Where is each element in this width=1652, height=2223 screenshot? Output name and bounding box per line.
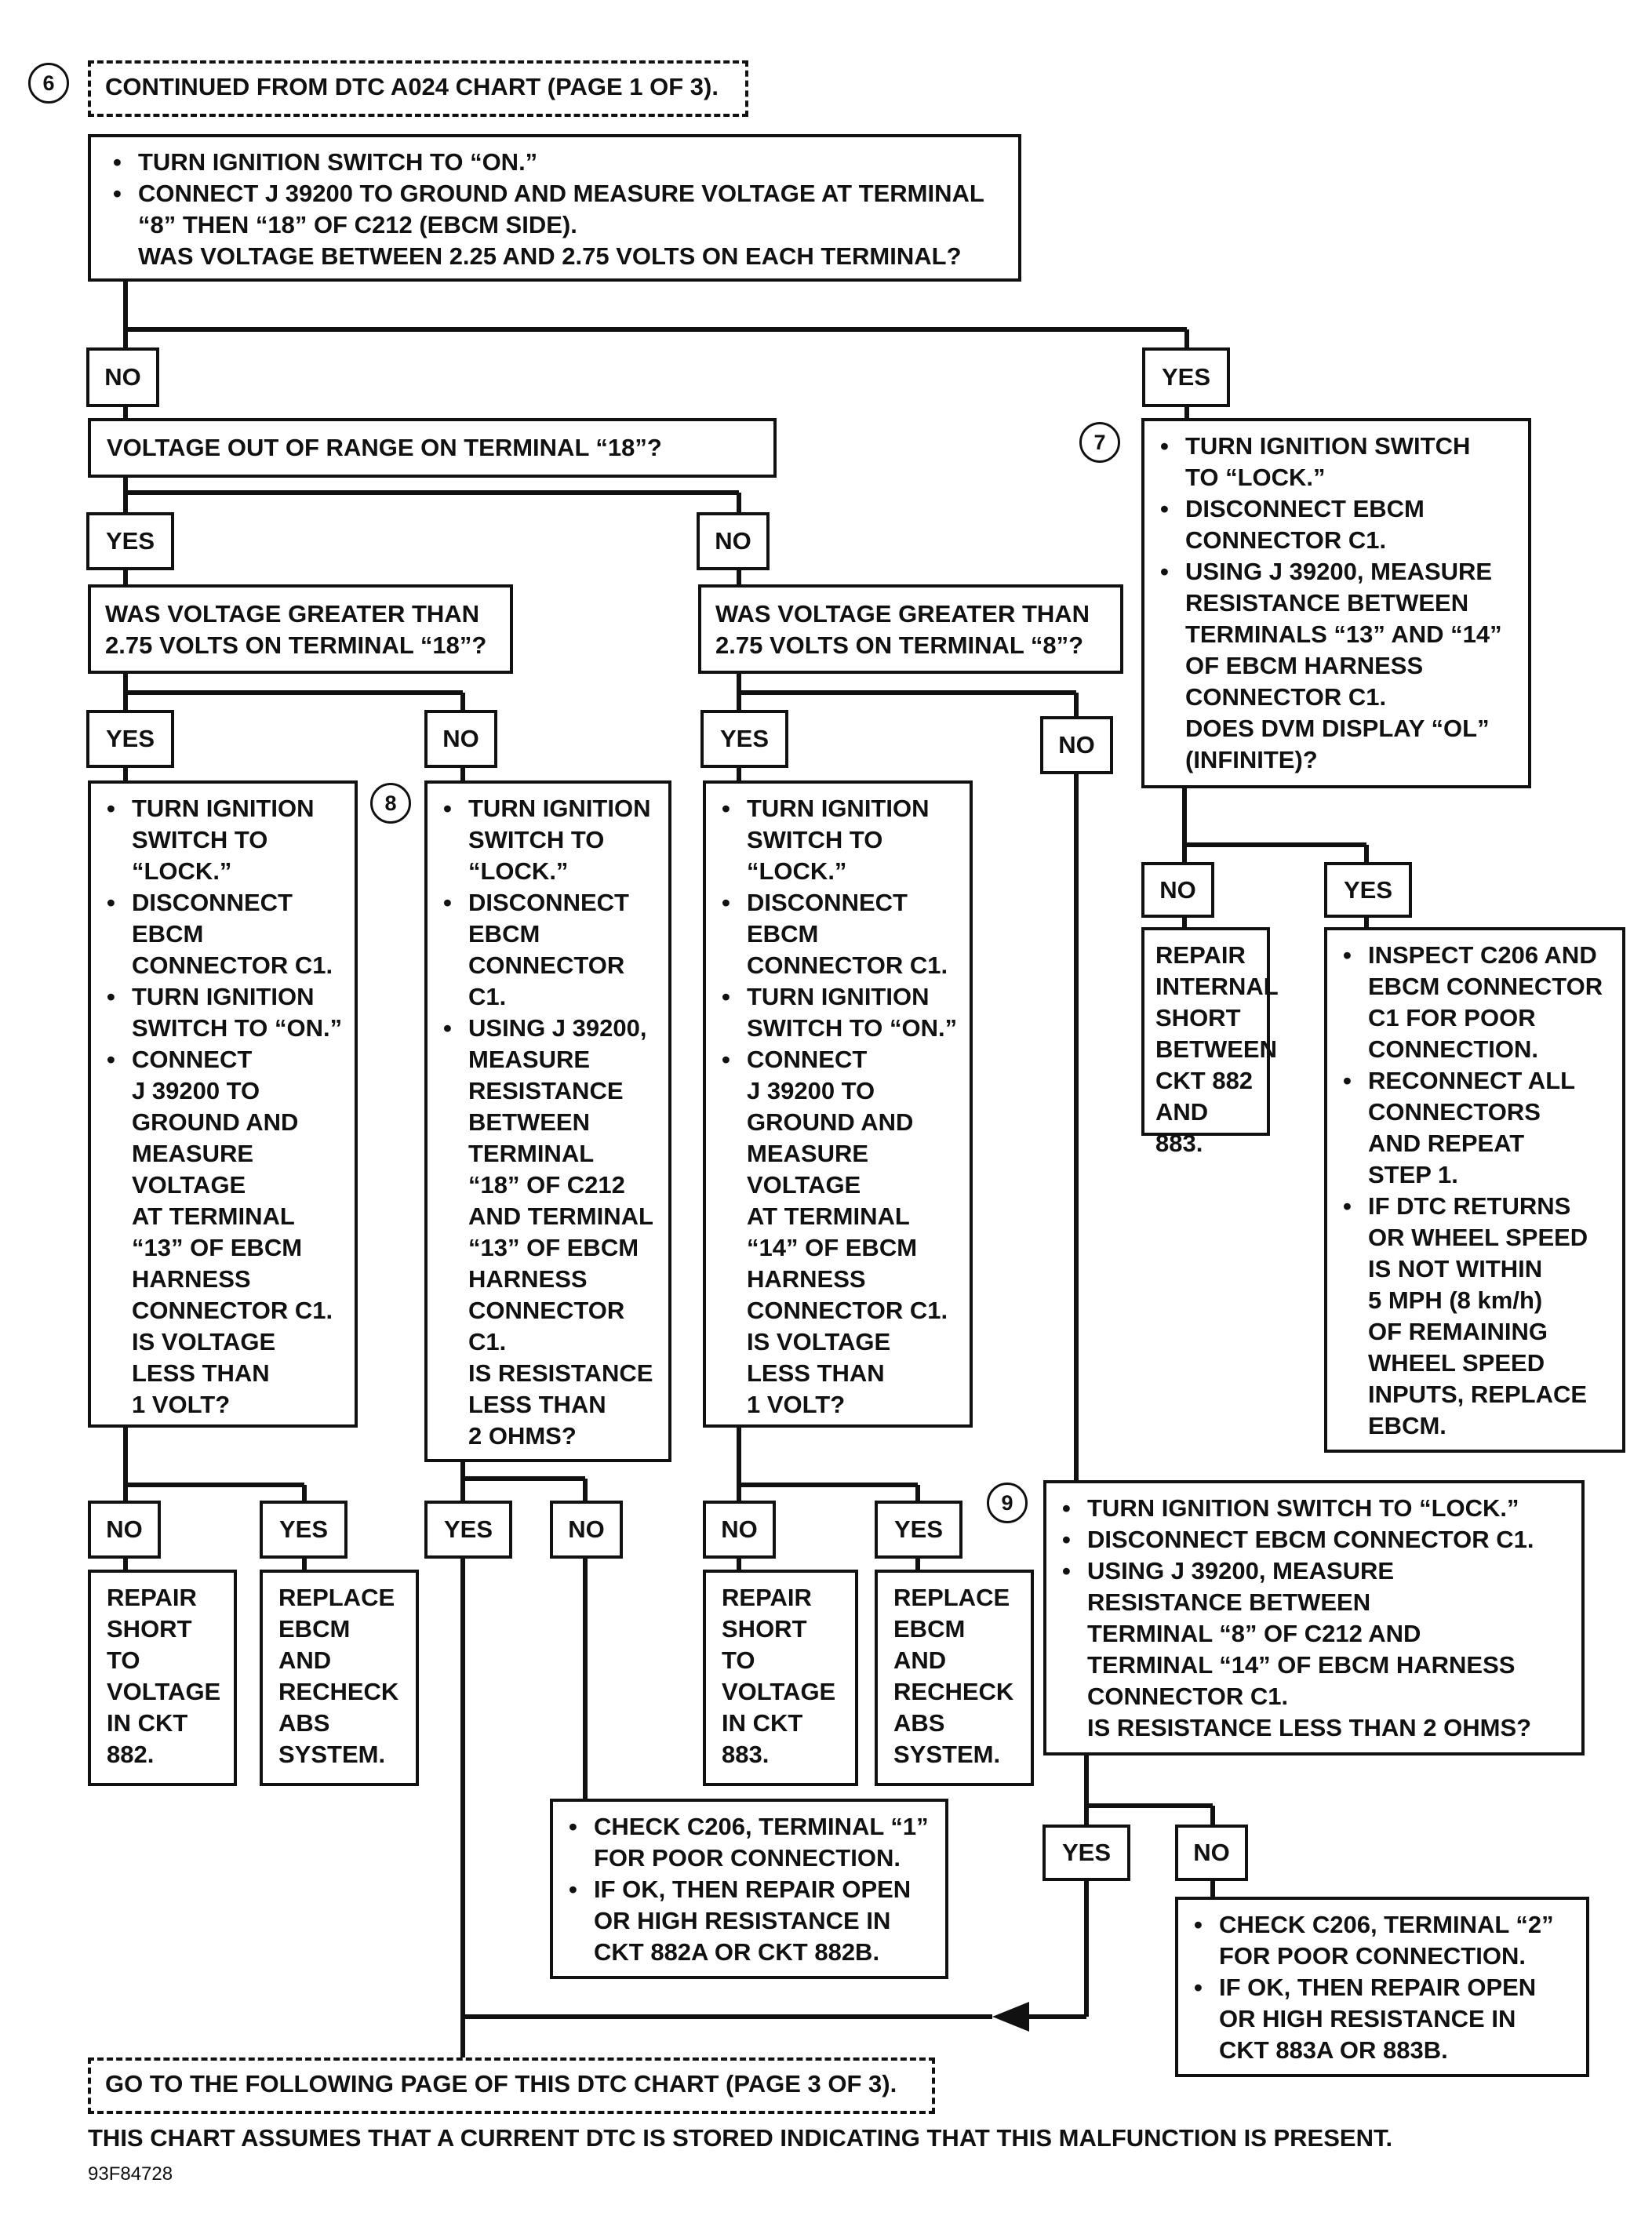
q2-yes-label: YES (86, 512, 174, 570)
q4-no-label: NO (1040, 716, 1113, 774)
check2-bullet-1: CHECK C206, TERMINAL “2”FOR POOR CONNECT… (1189, 1909, 1575, 1972)
q1-bullet-1: TURN IGNITION SWITCH TO “ON.” (108, 147, 1001, 178)
q1-question: WAS VOLTAGE BETWEEN 2.25 AND 2.75 VOLTS … (138, 242, 962, 270)
box-a-yes-label: YES (260, 1501, 348, 1559)
q4-line-1: WAS VOLTAGE GREATER THAN (715, 600, 1090, 628)
continued-from-box: CONTINUED FROM DTC A024 CHART (PAGE 1 OF… (88, 60, 748, 117)
q2-no-label: NO (697, 512, 770, 570)
q3-yes-label: YES (86, 710, 174, 768)
q1-bullet-2: CONNECT J 39200 TO GROUND AND MEASURE VO… (108, 178, 1001, 241)
go-to-text: GO TO THE FOLLOWING PAGE OF THIS DTC CHA… (105, 2070, 897, 2097)
chart-assumption-note: THIS CHART ASSUMES THAT A CURRENT DTC IS… (88, 2124, 1393, 2152)
step9-yes-label: YES (1043, 1825, 1130, 1881)
step-6-marker: 6 (28, 63, 69, 104)
q3-line-2: 2.75 VOLTS ON TERMINAL “18”? (105, 631, 487, 659)
check-c206-terminal-1-box: CHECK C206, TERMINAL “1”FOR POOR CONNECT… (550, 1799, 948, 1979)
box-a-no-label: NO (88, 1501, 161, 1559)
step-8-marker: 8 (370, 783, 411, 824)
step8-yes-label: YES (424, 1501, 512, 1559)
check-c206-terminal-2-box: CHECK C206, TERMINAL “2”FOR POOR CONNECT… (1175, 1897, 1589, 2077)
q2-text: VOLTAGE OUT OF RANGE ON TERMINAL “18”? (107, 434, 662, 461)
figure-id: 93F84728 (88, 2163, 173, 2185)
q4-yes-label: YES (700, 710, 788, 768)
step9-bullet-1: TURN IGNITION SWITCH TO “LOCK.” (1057, 1493, 1570, 1524)
box-c-yes-label: YES (875, 1501, 962, 1559)
step-9-box: TURN IGNITION SWITCH TO “LOCK.” DISCONNE… (1043, 1480, 1585, 1755)
step9-no-label: NO (1175, 1825, 1248, 1881)
step8-no-label: NO (550, 1501, 623, 1559)
continued-from-text: CONTINUED FROM DTC A024 CHART (PAGE 1 OF… (105, 73, 719, 100)
step-9-marker: 9 (987, 1483, 1028, 1523)
step8-bullet-3: USING J 39200,MEASURERESISTANCEBETWEENTE… (438, 1013, 657, 1452)
box-c-no-label: NO (703, 1501, 776, 1559)
terminal-18-greater-box: WAS VOLTAGE GREATER THAN 2.75 VOLTS ON T… (88, 584, 513, 674)
check1-bullet-1: CHECK C206, TERMINAL “1”FOR POOR CONNECT… (564, 1811, 934, 1874)
q4-line-2: 2.75 VOLTS ON TERMINAL “8”? (715, 631, 1084, 659)
step7-no-label: NO (1141, 862, 1214, 918)
q1-yes-label: YES (1142, 347, 1230, 407)
step9-bullet-2: DISCONNECT EBCM CONNECTOR C1. (1057, 1524, 1570, 1555)
terminal-8-greater-box: WAS VOLTAGE GREATER THAN 2.75 VOLTS ON T… (698, 584, 1123, 674)
q3-no-label: NO (424, 710, 497, 768)
terminal-18-range-box: VOLTAGE OUT OF RANGE ON TERMINAL “18”? (88, 418, 777, 478)
q3-line-1: WAS VOLTAGE GREATER THAN (105, 600, 480, 628)
step-7-marker: 7 (1079, 422, 1120, 463)
go-to-next-page-box: GO TO THE FOLLOWING PAGE OF THIS DTC CHA… (88, 2057, 935, 2114)
voltage-check-box: TURN IGNITION SWITCH TO “ON.” CONNECT J … (88, 134, 1021, 282)
step7-yes-label: YES (1324, 862, 1412, 918)
q1-no-label: NO (86, 347, 159, 407)
